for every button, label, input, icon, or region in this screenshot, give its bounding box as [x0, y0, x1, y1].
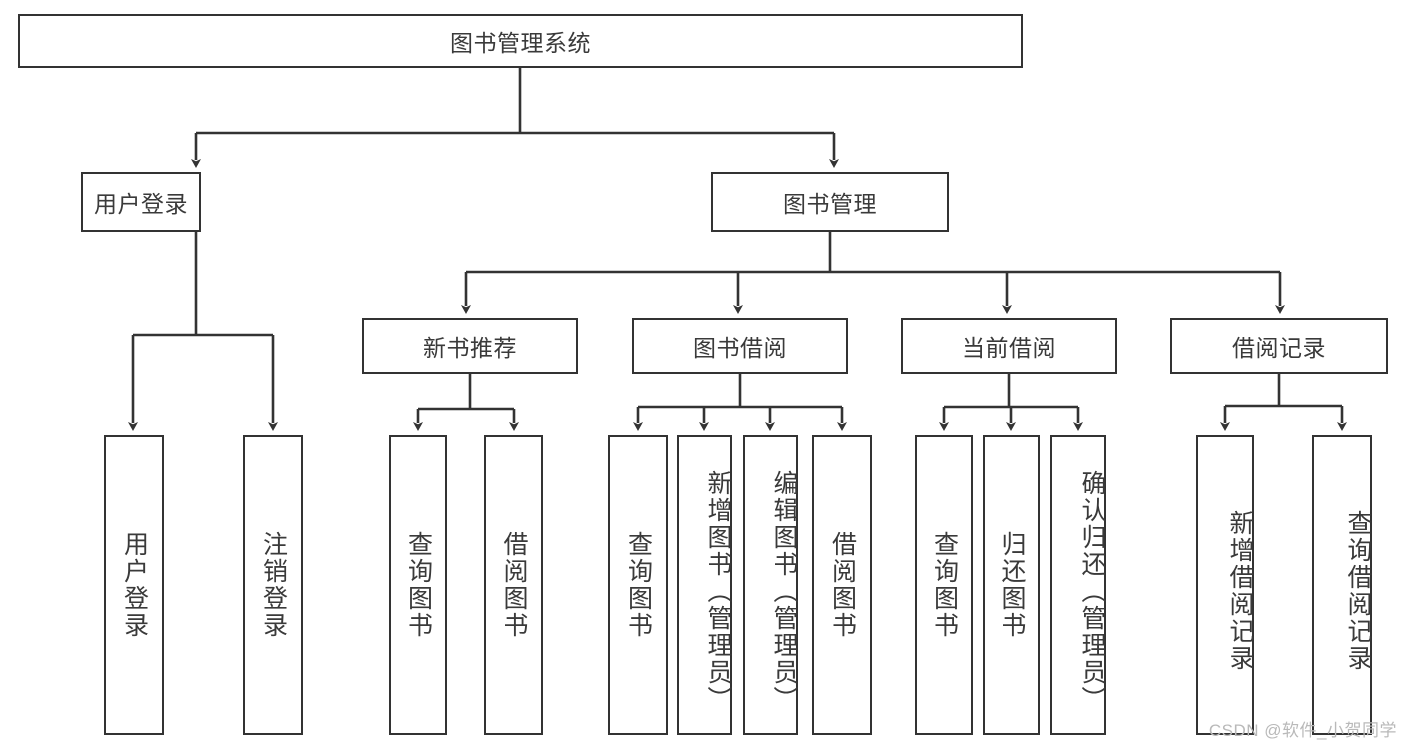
leaf-node-label: 确认归还（管理员） — [1078, 469, 1106, 713]
leaf-node[interactable]: 确认归还（管理员） — [1050, 435, 1106, 735]
leaf-node-label: 查询图书 — [624, 531, 653, 639]
leaf-node[interactable]: 查询图书 — [915, 435, 973, 735]
leaf-node[interactable]: 查询借阅记录 — [1312, 435, 1372, 735]
leaf-node[interactable]: 新增借阅记录 — [1196, 435, 1254, 735]
leaf-node-label: 归还图书 — [998, 531, 1026, 639]
leaf-node-label: 查询图书 — [404, 531, 433, 639]
leaf-node-label: 查询借阅记录 — [1344, 510, 1372, 672]
leaf-node-label: 注销登录 — [259, 531, 288, 639]
node-user-login-label: 用户登录 — [94, 191, 188, 217]
leaf-node[interactable]: 借阅图书 — [484, 435, 543, 735]
leaf-node-label: 新增图书（管理员） — [704, 469, 732, 713]
leaf-node[interactable]: 查询图书 — [389, 435, 447, 735]
leaf-node[interactable]: 注销登录 — [243, 435, 303, 735]
node-borrow-record[interactable]: 借阅记录 — [1170, 318, 1388, 374]
node-book-borrow-label: 图书借阅 — [693, 335, 787, 361]
node-new-book-recommendation-label: 新书推荐 — [423, 335, 517, 361]
leaf-node-label: 用户登录 — [120, 531, 149, 639]
node-user-login[interactable]: 用户登录 — [81, 172, 201, 232]
leaf-node[interactable]: 借阅图书 — [812, 435, 872, 735]
leaf-node[interactable]: 编辑图书（管理员） — [743, 435, 798, 735]
leaf-node[interactable]: 新增图书（管理员） — [677, 435, 732, 735]
csdn-watermark: CSDN @软件_小贺同学 — [1208, 721, 1397, 740]
leaf-node[interactable]: 归还图书 — [983, 435, 1040, 735]
leaf-node-label: 编辑图书（管理员） — [770, 469, 798, 713]
node-root[interactable]: 图书管理系统 — [18, 14, 1023, 68]
node-book-borrow[interactable]: 图书借阅 — [632, 318, 848, 374]
leaf-node[interactable]: 查询图书 — [608, 435, 668, 735]
leaf-node-label: 借阅图书 — [500, 531, 528, 639]
node-borrow-record-label: 借阅记录 — [1232, 335, 1326, 361]
leaf-node[interactable]: 用户登录 — [104, 435, 164, 735]
node-book-management-label: 图书管理 — [783, 191, 877, 217]
node-book-management[interactable]: 图书管理 — [711, 172, 949, 232]
leaf-node-label: 查询图书 — [930, 531, 959, 639]
node-root-label: 图书管理系统 — [450, 30, 591, 56]
leaf-node-label: 借阅图书 — [828, 531, 857, 639]
leaf-node-label: 新增借阅记录 — [1226, 510, 1254, 672]
node-current-borrow[interactable]: 当前借阅 — [901, 318, 1117, 374]
node-current-borrow-label: 当前借阅 — [962, 335, 1056, 361]
node-new-book-recommendation[interactable]: 新书推荐 — [362, 318, 578, 374]
